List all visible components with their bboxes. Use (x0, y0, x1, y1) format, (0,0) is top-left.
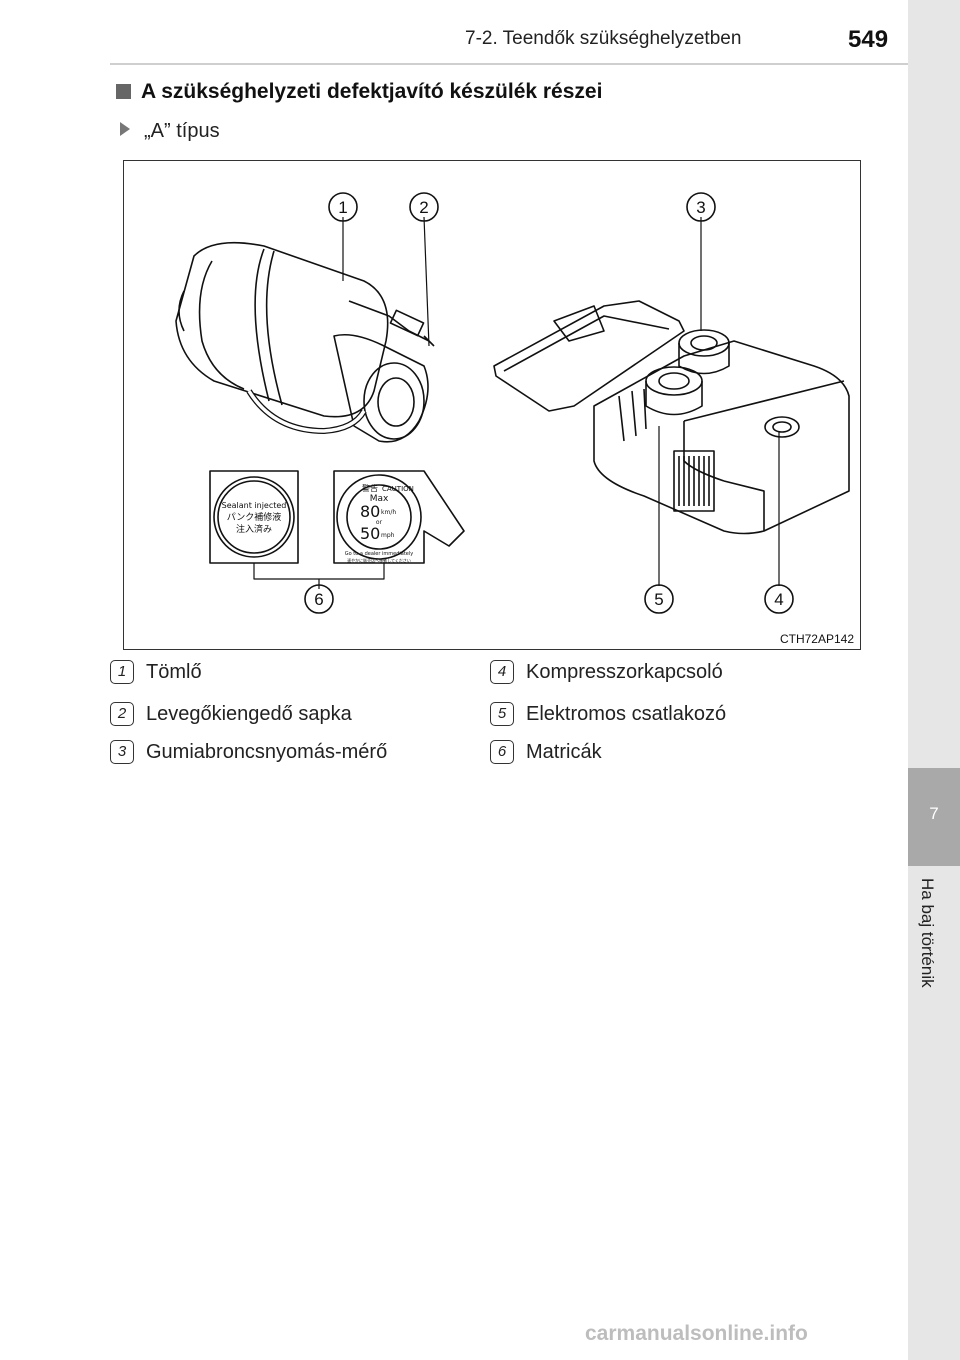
sticker-caution-frame (333, 470, 465, 564)
callout-1: 1 (338, 198, 347, 217)
legend-item-2: 2 Levegőkiengedő sapka (110, 702, 352, 726)
sticker-speed-mph: 50 (360, 524, 380, 543)
repair-kit-illustration: 1 2 3 4 5 6 Sealant injected パンク補修液 注入済み… (175, 192, 850, 614)
square-bullet-icon (116, 84, 131, 99)
callout-5: 5 (654, 590, 663, 609)
compressor-switch (764, 416, 800, 438)
callout-2: 2 (419, 198, 428, 217)
header-rule (110, 63, 908, 65)
repair-kit-figure: 1 2 3 4 5 6 Sealant injected パンク補修液 注入済み… (123, 160, 861, 650)
callout-circle-5 (644, 584, 674, 614)
triangle-bullet-icon (120, 122, 130, 136)
chapter-tab[interactable]: 7 (908, 768, 960, 866)
legend-item-6: 6 Matricák (490, 740, 602, 764)
legend-item-4: 4 Kompresszorkapcsoló (490, 660, 723, 684)
side-tab (908, 0, 960, 1360)
sticker-warning: 警告 (362, 483, 378, 493)
sticker-or: or (376, 519, 383, 526)
legend-number: 6 (490, 740, 514, 764)
legend-label: Elektromos csatlakozó (526, 703, 727, 725)
callout-6: 6 (314, 590, 323, 609)
legend-number: 2 (110, 702, 134, 726)
compressor-body (593, 340, 850, 535)
sticker-max: Max (370, 494, 389, 504)
bottle-cap (333, 333, 429, 443)
legend-number: 1 (110, 660, 134, 684)
sealant-bottle (175, 241, 389, 418)
legend-label: Kompresszorkapcsoló (526, 661, 723, 683)
section-heading-text: A szükséghelyzeti defektjavító készülék … (141, 80, 603, 103)
legend-number: 5 (490, 702, 514, 726)
callout-circle-6 (304, 584, 334, 614)
callout-4: 4 (774, 590, 783, 609)
legend-item-1: 1 Tömlő (110, 660, 202, 684)
watermark: carmanualsonline.info (585, 1322, 808, 1345)
legend-item-5: 5 Elektromos csatlakozó (490, 702, 726, 726)
sticker-sealant-line3: 注入済み (236, 523, 272, 535)
sticker-note-en: Go to a dealer immediately (345, 551, 413, 557)
callout-3: 3 (696, 198, 705, 217)
section-heading: A szükséghelyzeti defektjavító készülék … (116, 80, 602, 104)
sticker-sealant-line1: Sealant injected (222, 501, 287, 510)
sticker-caution (336, 474, 422, 560)
legend-label: Tömlő (146, 661, 202, 683)
subsection-heading-text: „A” típus (144, 120, 220, 142)
sticker-sealant-line2: パンク補修液 (227, 511, 281, 523)
compressor-lid (493, 300, 685, 412)
chapter-number: 7 (929, 804, 939, 823)
sticker-note-jp: 速やかに販売店へ移動してください (347, 557, 411, 563)
sticker-speed-kmh: 80 (360, 502, 380, 521)
legend-label: Levegőkiengedő sapka (146, 703, 352, 725)
legend-item-3: 3 Gumiabroncsnyomás-mérő (110, 740, 387, 764)
legend-number: 4 (490, 660, 514, 684)
header-title: 7-2. Teendők szükséghelyzetben (465, 28, 742, 49)
legend-label: Gumiabroncsnyomás-mérő (146, 741, 388, 763)
figure-code: CTH72AP142 (779, 632, 854, 646)
subsection-heading: „A” típus (120, 120, 220, 143)
chapter-label: Ha baj történik (918, 878, 937, 988)
sticker-caution-label: CAUTION (382, 485, 414, 493)
sticker-unit-mph: mph (381, 532, 395, 539)
callout-circle-4 (764, 584, 794, 614)
callout-circle-3 (686, 192, 716, 222)
sticker-sealant (213, 476, 295, 558)
callout-circle-2 (409, 192, 439, 222)
page-number: 549 (848, 26, 889, 53)
callout-circle-1 (328, 192, 358, 222)
legend-label: Matricák (526, 741, 602, 763)
legend-number: 3 (110, 740, 134, 764)
sticker-unit-kmh: km/h (381, 509, 396, 516)
